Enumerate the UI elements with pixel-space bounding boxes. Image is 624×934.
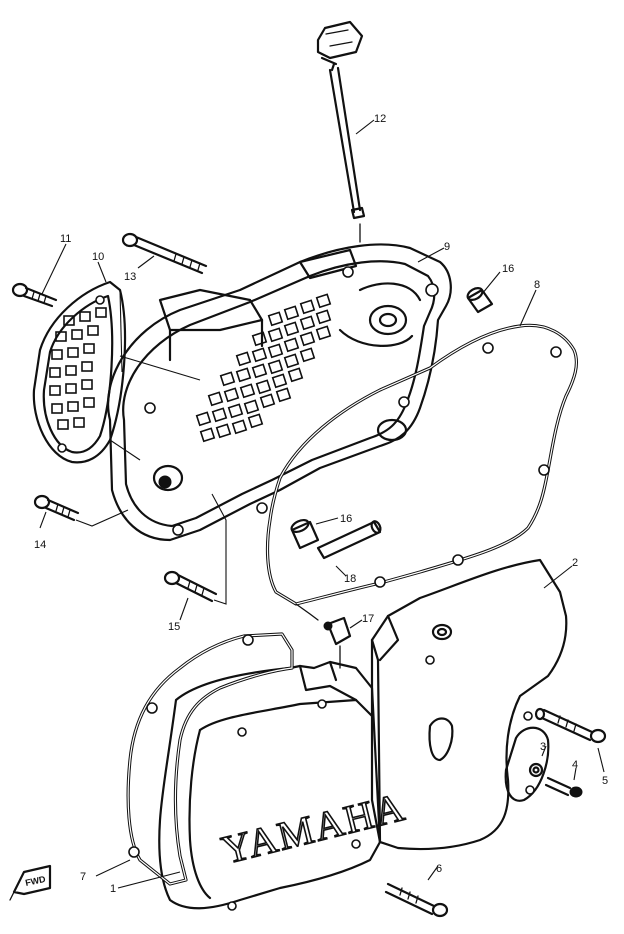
cover-brand-text: YAMAHA — [217, 784, 410, 873]
washer-part-3 — [528, 762, 544, 778]
bolt-part-14 — [33, 494, 80, 522]
dowel-part-16-lower — [290, 518, 320, 550]
dowel-part-16-upper — [466, 287, 494, 314]
cover-grille — [195, 293, 332, 443]
callout-leaders — [39, 119, 605, 889]
callout-5: 5 — [602, 775, 608, 787]
dipstick-part-12 — [316, 20, 366, 243]
forward-arrow-icon: FWD — [9, 864, 52, 901]
callout-8: 8 — [534, 279, 540, 291]
callout-numbers: 12 9 16 8 10 11 13 14 15 16 18 17 2 3 4 … — [34, 113, 608, 895]
callout-18: 18 — [344, 573, 356, 585]
forward-marker-label: FWD — [24, 874, 47, 888]
callout-13: 13 — [124, 271, 136, 283]
callout-6: 6 — [436, 863, 442, 875]
callout-3: 3 — [540, 741, 546, 753]
bolt-part-4 — [544, 776, 583, 798]
callout-16-upper: 16 — [502, 263, 514, 275]
callout-16-lower: 16 — [340, 513, 352, 525]
fitting-part-17 — [323, 616, 352, 669]
callout-7: 7 — [80, 871, 86, 883]
callout-17: 17 — [362, 613, 374, 625]
bolt-part-6 — [384, 882, 449, 918]
grille-plate-part-10 — [32, 280, 127, 464]
callout-2: 2 — [572, 557, 578, 569]
callout-14: 14 — [34, 539, 46, 551]
gasket-part-8 — [265, 323, 579, 621]
crankcase-cover-part-9 — [107, 243, 452, 542]
screw-part-11 — [11, 282, 58, 308]
outer-cover-part-2 — [370, 558, 568, 851]
callout-12: 12 — [374, 113, 386, 125]
callout-9: 9 — [444, 241, 450, 253]
bolt-part-5 — [534, 707, 607, 744]
bolt-part-15 — [163, 570, 218, 603]
callout-11: 11 — [60, 233, 71, 245]
gasket-part-7 — [126, 632, 294, 886]
bolt-part-13 — [121, 232, 208, 275]
pin-part-18 — [316, 520, 382, 560]
callout-10: 10 — [92, 251, 104, 263]
callout-4: 4 — [572, 759, 578, 771]
callout-1: 1 — [110, 883, 116, 895]
callout-15: 15 — [168, 621, 180, 633]
